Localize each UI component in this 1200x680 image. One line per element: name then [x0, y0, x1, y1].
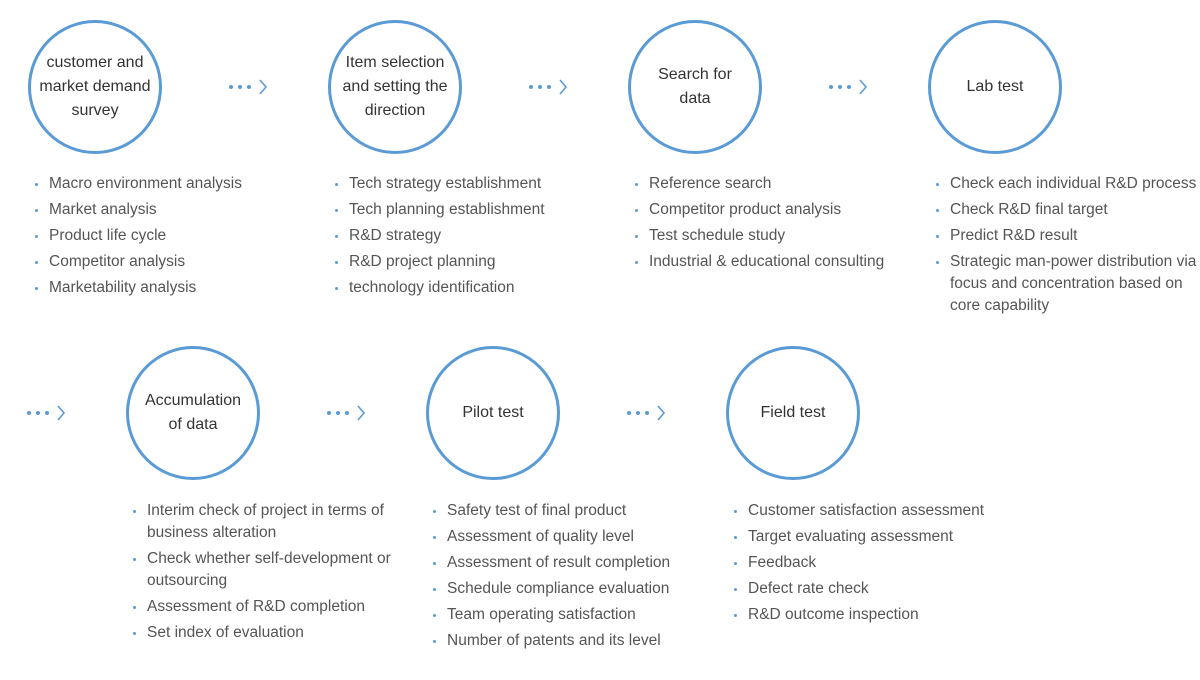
list-item: Team operating satisfaction	[433, 604, 698, 626]
dotted-chevron-right-icon	[529, 79, 568, 95]
list-item: R&D outcome inspection	[734, 604, 999, 626]
list-item: Assessment of R&D completion	[133, 596, 398, 618]
dotted-chevron-right-icon	[627, 405, 666, 421]
dotted-chevron-right-icon	[327, 405, 366, 421]
list-item: Target evaluating assessment	[734, 526, 999, 548]
step-title: Search for data	[658, 66, 732, 107]
list-item: Set index of evaluation	[133, 622, 398, 644]
list-item: Reference search	[635, 173, 900, 195]
list-item: Feedback	[734, 552, 999, 574]
list-item: Assessment of quality level	[433, 526, 698, 548]
list-item: Tech planning establishment	[335, 199, 600, 221]
step-item-list: Tech strategy establishment Tech plannin…	[335, 173, 600, 303]
list-item: Check whether self-development or outsou…	[133, 548, 398, 592]
dotted-chevron-right-icon	[229, 79, 268, 95]
step-circle: Field test	[726, 346, 860, 480]
list-item: Industrial & educational consulting	[635, 251, 900, 273]
step-item-list: Reference search Competitor product anal…	[635, 173, 900, 277]
dotted-chevron-right-icon	[27, 405, 66, 421]
list-item: Customer satisfaction assessment	[734, 500, 999, 522]
list-item: R&D strategy	[335, 225, 600, 247]
list-item: Strategic man-power distribution via foc…	[936, 251, 1198, 317]
list-item: Schedule compliance evaluation	[433, 578, 698, 600]
step-circle: Item selection and setting the direction	[328, 20, 462, 154]
list-item: Check each individual R&D process	[936, 173, 1198, 195]
step-circle: Search for data	[628, 20, 762, 154]
list-item: technology identification	[335, 277, 600, 299]
step-item-list: Customer satisfaction assessment Target …	[734, 500, 999, 630]
step-title: Accumulation of data	[144, 392, 242, 433]
list-item: Defect rate check	[734, 578, 999, 600]
dotted-chevron-right-icon	[829, 79, 868, 95]
step-title: Item selection and setting the direction	[342, 54, 448, 119]
list-item: Marketability analysis	[35, 277, 300, 299]
list-item: Check R&D final target	[936, 199, 1198, 221]
list-item: Assessment of result completion	[433, 552, 698, 574]
step-title: customer and market demand survey	[39, 54, 151, 119]
list-item: Predict R&D result	[936, 225, 1198, 247]
step-item-list: Safety test of final product Assessment …	[433, 500, 698, 656]
list-item: Tech strategy establishment	[335, 173, 600, 195]
list-item: Macro environment analysis	[35, 173, 300, 195]
step-item-list: Macro environment analysis Market analys…	[35, 173, 300, 303]
list-item: Competitor product analysis	[635, 199, 900, 221]
step-item-list: Check each individual R&D process Check …	[936, 173, 1198, 321]
list-item: Market analysis	[35, 199, 300, 221]
step-circle: Lab test	[928, 20, 1062, 154]
step-item-list: Interim check of project in terms of bus…	[133, 500, 398, 648]
list-item: Test schedule study	[635, 225, 900, 247]
list-item: Competitor analysis	[35, 251, 300, 273]
list-item: Interim check of project in terms of bus…	[133, 500, 398, 544]
step-title: Lab test	[966, 78, 1024, 95]
step-circle: customer and market demand survey	[28, 20, 162, 154]
step-title: Field test	[760, 404, 826, 421]
step-title: Pilot test	[462, 404, 524, 421]
list-item: Number of patents and its level	[433, 630, 698, 652]
list-item: R&D project planning	[335, 251, 600, 273]
list-item: Product life cycle	[35, 225, 300, 247]
list-item: Safety test of final product	[433, 500, 698, 522]
step-circle: Pilot test	[426, 346, 560, 480]
step-circle: Accumulation of data	[126, 346, 260, 480]
